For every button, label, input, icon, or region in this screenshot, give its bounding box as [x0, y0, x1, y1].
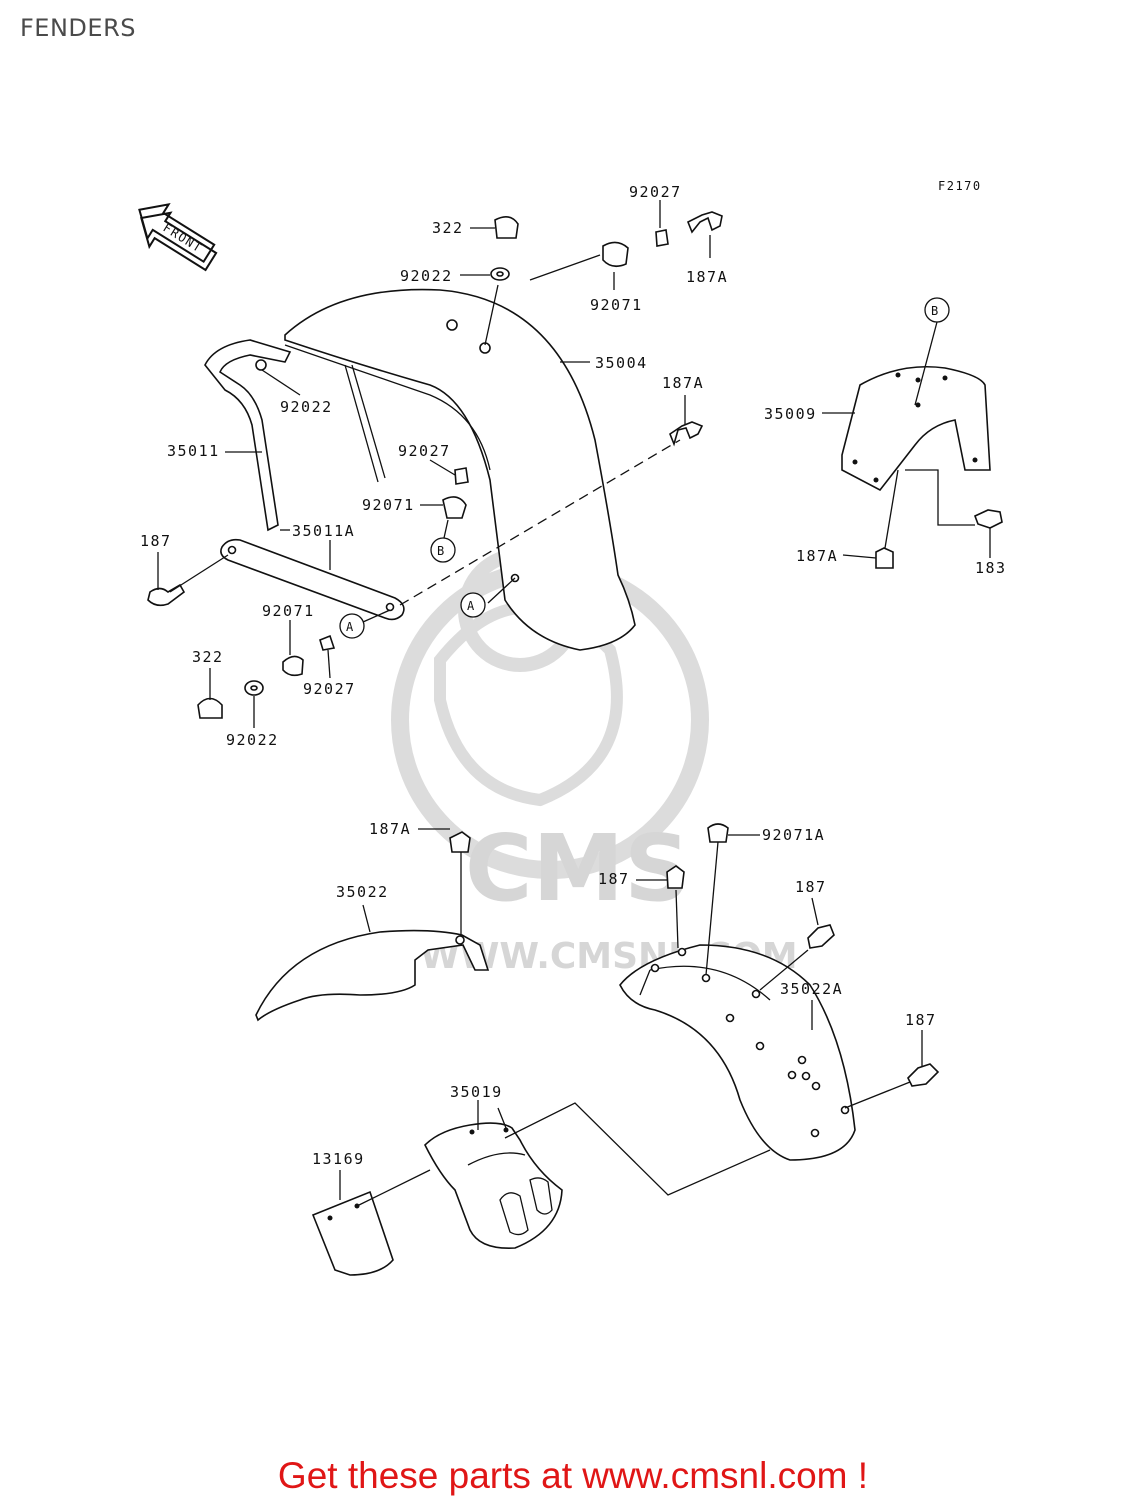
part-label-92071a: 92071A: [762, 826, 825, 844]
page-title: FENDERS: [20, 14, 136, 42]
part-label-92071-low: 92071: [262, 602, 315, 620]
part-label-35019: 35019: [450, 1083, 503, 1101]
part-label-13169: 13169: [312, 1150, 365, 1168]
svg-text:B: B: [437, 544, 446, 558]
part-label-35022: 35022: [336, 883, 389, 901]
ref-marker-a-right: A: [460, 592, 486, 618]
part-label-92022-low: 92022: [226, 731, 279, 749]
front-fender-35022: [255, 831, 490, 1022]
part-label-187-front-c: 187: [905, 1011, 937, 1029]
part-label-92022-left: 92022: [280, 398, 333, 416]
part-label-187a-right: 187A: [796, 547, 838, 565]
part-label-322-low: 322: [192, 648, 224, 666]
footer-link-text[interactable]: Get these parts at www.cmsnl.com !: [277, 1455, 869, 1496]
part-label-92071-top: 92071: [590, 296, 643, 314]
part-label-35022a: 35022A: [780, 980, 843, 998]
rear-fender-35004: [284, 288, 636, 651]
svg-text:A: A: [346, 620, 355, 634]
part-label-35004: 35004: [595, 354, 648, 372]
svg-text:A: A: [467, 599, 476, 613]
part-label-92071-mid: 92071: [362, 496, 415, 514]
part-label-183: 183: [975, 559, 1007, 577]
figure-code: F2170: [938, 179, 982, 193]
hardware-top: [147, 211, 723, 719]
part-label-35011a: 35011A: [292, 522, 355, 540]
stay-35011: [204, 339, 386, 532]
bracket-35009: [841, 365, 1003, 569]
ref-marker-b-top: B: [924, 297, 950, 323]
leader-lines: [157, 200, 991, 1207]
front-arrow: FRONT: [138, 203, 218, 272]
part-label-187a-top: 187A: [686, 268, 728, 286]
part-label-187a-mid: 187A: [662, 374, 704, 392]
part-label-187-front-b: 187: [795, 878, 827, 896]
flap-35019: [424, 1122, 563, 1249]
front-fender-35022a: [619, 823, 940, 1161]
part-label-92022-top: 92022: [400, 267, 453, 285]
part-label-187-front-a: 187: [598, 870, 630, 888]
flap-13169: [311, 1190, 394, 1276]
ref-marker-b-mid: B: [430, 537, 456, 563]
part-label-92027-top: 92027: [629, 183, 682, 201]
part-label-35011: 35011: [167, 442, 220, 460]
svg-text:B: B: [931, 304, 940, 318]
part-label-92027-mid: 92027: [398, 442, 451, 460]
ref-marker-a-left: A: [339, 613, 365, 639]
part-label-92027-low: 92027: [303, 680, 356, 698]
part-label-322-top: 322: [432, 219, 464, 237]
part-label-187-left: 187: [140, 532, 172, 550]
watermark-brand: CMS: [465, 815, 690, 922]
part-label-35009: 35009: [764, 405, 817, 423]
part-label-187a-front: 187A: [369, 820, 411, 838]
